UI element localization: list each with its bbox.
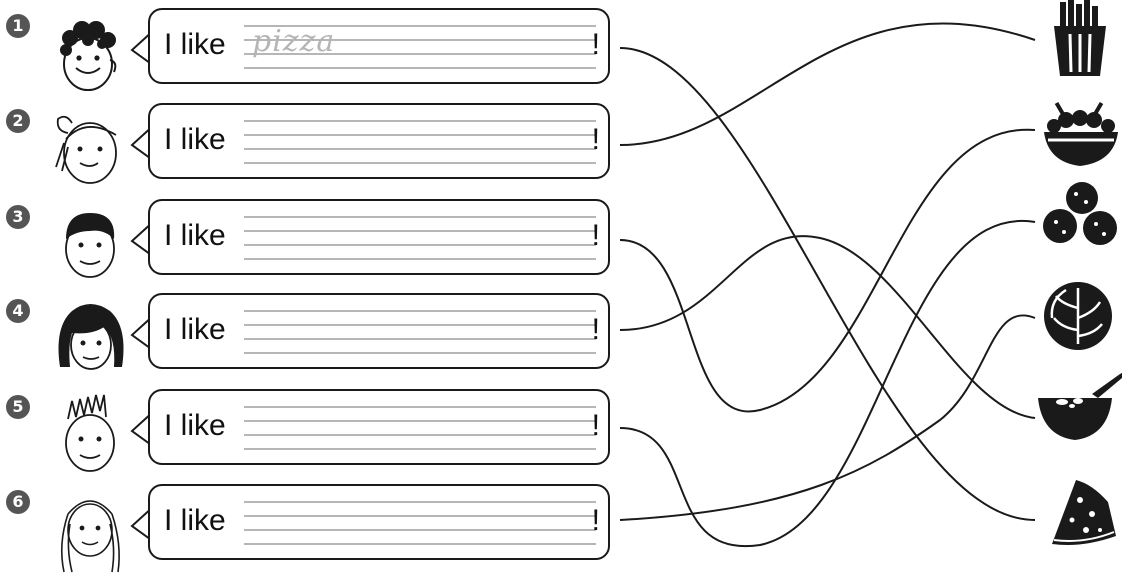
row-number-badge: 5 bbox=[6, 395, 30, 419]
girl-ponytail-face-icon bbox=[40, 103, 132, 193]
exclamation-mark: ! bbox=[592, 409, 600, 443]
row-number-badge: 3 bbox=[6, 205, 30, 229]
soup-icon bbox=[1032, 368, 1122, 446]
row-number-badge: 1 bbox=[6, 14, 30, 38]
row-number-badge: 6 bbox=[6, 490, 30, 514]
speech-bubble: I like ! bbox=[148, 199, 610, 275]
speech-bubble: I like pizza ! bbox=[148, 8, 610, 84]
exercise-row-4: 4 I like ! bbox=[0, 293, 620, 383]
match-line-1 bbox=[620, 48, 1035, 520]
salad-icon bbox=[1032, 96, 1122, 174]
speech-bubble: I like ! bbox=[148, 293, 610, 369]
boy-spiky-hair-face-icon bbox=[40, 389, 132, 479]
exclamation-mark: ! bbox=[592, 504, 600, 538]
match-line-3 bbox=[620, 130, 1035, 412]
writing-lines[interactable] bbox=[244, 113, 596, 171]
exercise-row-2: 2 I like ! bbox=[0, 103, 620, 193]
meatballs-icon bbox=[1032, 178, 1122, 256]
exercise-row-6: 6 I like ! bbox=[0, 484, 620, 574]
answer-input[interactable]: pizza bbox=[252, 24, 335, 59]
prompt-text: I like bbox=[164, 28, 226, 62]
exercise-row-5: 5 I like ! bbox=[0, 389, 620, 479]
boy-short-hair-face-icon bbox=[40, 199, 132, 289]
boy-curly-hair-face-icon bbox=[40, 8, 132, 98]
pizza-icon bbox=[1032, 474, 1122, 552]
speech-bubble: I like ! bbox=[148, 389, 610, 465]
fries-icon bbox=[1032, 0, 1122, 78]
girl-bob-hair-face-icon bbox=[40, 293, 132, 383]
prompt-text: I like bbox=[164, 409, 226, 443]
exclamation-mark: ! bbox=[592, 28, 600, 62]
writing-lines[interactable] bbox=[244, 399, 596, 457]
cabbage-icon bbox=[1032, 278, 1122, 356]
exclamation-mark: ! bbox=[592, 123, 600, 157]
writing-lines[interactable] bbox=[244, 209, 596, 267]
prompt-text: I like bbox=[164, 123, 226, 157]
exercise-row-1: 1 I like pizza ! bbox=[0, 8, 620, 98]
speech-bubble: I like ! bbox=[148, 484, 610, 560]
exclamation-mark: ! bbox=[592, 313, 600, 347]
exclamation-mark: ! bbox=[592, 219, 600, 253]
match-line-5 bbox=[620, 221, 1035, 546]
prompt-text: I like bbox=[164, 313, 226, 347]
row-number-badge: 4 bbox=[6, 299, 30, 323]
match-line-2 bbox=[620, 23, 1035, 145]
writing-lines[interactable] bbox=[244, 303, 596, 361]
writing-lines[interactable] bbox=[244, 494, 596, 552]
speech-bubble: I like ! bbox=[148, 103, 610, 179]
prompt-text: I like bbox=[164, 219, 226, 253]
girl-long-hair-face-icon bbox=[40, 484, 132, 574]
exercise-row-3: 3 I like ! bbox=[0, 199, 620, 289]
prompt-text: I like bbox=[164, 504, 226, 538]
row-number-badge: 2 bbox=[6, 109, 30, 133]
match-line-4 bbox=[620, 236, 1035, 418]
